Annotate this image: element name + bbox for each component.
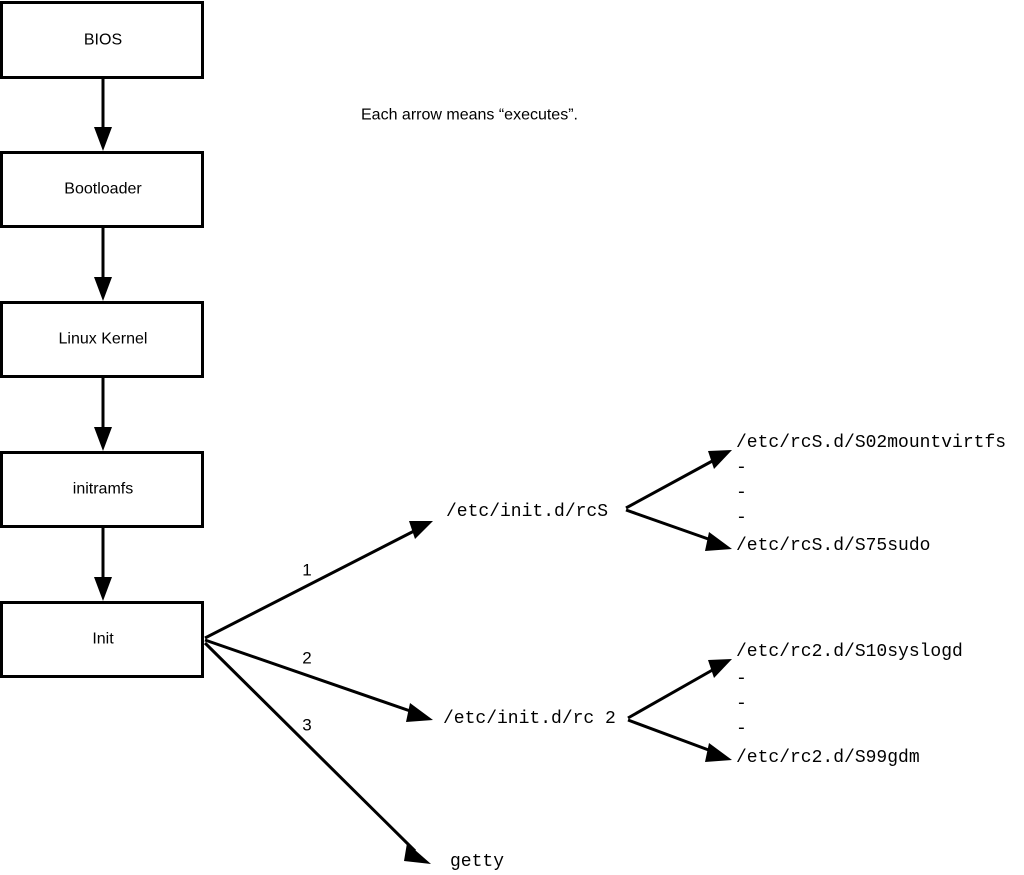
edge-rc2-to-last-script [627, 718, 732, 762]
arrow-head-icon [406, 703, 433, 722]
leaf-rcs-last[interactable]: /etc/rcS.d/S75sudo [736, 536, 930, 556]
edge-kernel-to-initramfs [94, 376, 112, 451]
edge-bootloader-to-kernel [94, 226, 112, 301]
edge-number-1: 1 [302, 561, 311, 580]
leaf-rc2-ellipsis-2: - [736, 694, 747, 714]
edge-number-3: 3 [302, 716, 311, 735]
node-initramfs-label: initramfs [73, 481, 133, 498]
arrow-head-icon [94, 427, 112, 451]
leaf-rcs-ellipsis-2: - [736, 483, 747, 503]
edge-rcs-to-last-script [625, 508, 732, 551]
edge-rcs-to-first-script [625, 450, 732, 510]
diagram-caption: Each arrow means “executes”. [361, 107, 578, 124]
arrow-head-icon [705, 743, 732, 762]
node-initramfs[interactable]: initramfs [0, 451, 204, 528]
node-linux-kernel[interactable]: Linux Kernel [0, 301, 204, 378]
leaf-rc2-ellipsis-1: - [736, 669, 747, 689]
edge-number-2: 2 [302, 649, 311, 668]
arrow-head-icon [708, 450, 732, 469]
arrow-head-icon [94, 277, 112, 301]
leaf-rc2-first[interactable]: /etc/rc2.d/S10syslogd [736, 642, 963, 662]
node-rc2-label[interactable]: /etc/init.d/rc 2 [443, 709, 616, 729]
node-init-label: Init [92, 631, 114, 648]
node-init[interactable]: Init [0, 601, 204, 678]
edge-init-to-rc2 [204, 638, 433, 722]
edge-init-to-getty [203, 641, 431, 864]
node-rcs-label[interactable]: /etc/init.d/rcS [446, 502, 608, 522]
leaf-rcs-ellipsis-3: - [736, 508, 747, 528]
node-getty-label[interactable]: getty [450, 852, 504, 872]
leaf-rcs-first[interactable]: /etc/rcS.d/S02mountvirtfs [736, 433, 1006, 453]
leaf-rc2-ellipsis-3: - [736, 719, 747, 739]
edge-rc2-to-first-script [627, 659, 732, 720]
arrow-head-icon [404, 843, 431, 864]
arrow-head-icon [708, 659, 732, 678]
leaf-rcs-ellipsis-1: - [736, 458, 747, 478]
edge-initramfs-to-init [94, 526, 112, 601]
node-bootloader-label: Bootloader [64, 181, 142, 198]
arrow-head-icon [705, 532, 732, 551]
node-bios-label: BIOS [84, 32, 122, 49]
arrow-head-icon [94, 127, 112, 151]
edge-init-to-rcs [204, 521, 433, 640]
leaf-rc2-last[interactable]: /etc/rc2.d/S99gdm [736, 748, 920, 768]
node-bootloader[interactable]: Bootloader [0, 151, 204, 228]
node-linux-kernel-label: Linux Kernel [59, 331, 148, 348]
arrow-head-icon [409, 521, 433, 539]
arrow-head-icon [94, 577, 112, 601]
edge-bios-to-bootloader [94, 77, 112, 151]
node-bios[interactable]: BIOS [0, 1, 204, 79]
